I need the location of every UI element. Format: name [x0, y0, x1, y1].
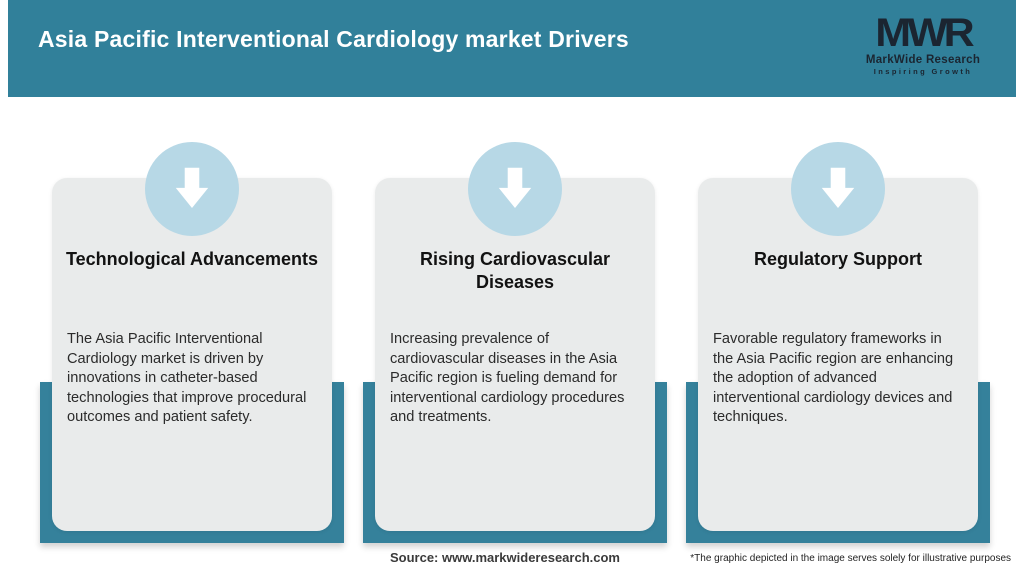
source-text: Source: www.markwideresearch.com: [389, 550, 620, 565]
driver-card: Technological Advancements The Asia Paci…: [52, 178, 332, 531]
card-body-text: The Asia Pacific Interventional Cardiolo…: [67, 331, 307, 426]
page-title: Asia Pacific Interventional Cardiology m…: [38, 26, 629, 52]
down-arrow-icon: [164, 158, 220, 220]
markwide-research-logo: MWR MarkWide Research Inspiring Growth: [858, 10, 988, 76]
driver-card: Regulatory Support Favorable regulatory …: [698, 178, 978, 531]
header-bar: Asia Pacific Interventional Cardiology m…: [8, 0, 1016, 97]
card-title: Rising Cardiovascular Diseases: [419, 249, 611, 292]
down-arrow-icon: [487, 158, 543, 220]
logo-tagline: Inspiring Growth: [873, 67, 973, 76]
card-body-text: Favorable regulatory frameworks in the A…: [713, 331, 954, 426]
card-title: Regulatory Support: [753, 249, 922, 269]
logo-name: MarkWide Research: [865, 54, 981, 66]
card-body-text: Increasing prevalence of cardiovascular …: [390, 331, 625, 426]
down-arrow-icon: [810, 158, 866, 220]
badge-circle: [145, 142, 239, 236]
card-title: Technological Advancements: [65, 249, 319, 269]
disclaimer-text: *The graphic depicted in the image serve…: [690, 553, 1011, 564]
driver-card: Rising Cardiovascular Diseases Increasin…: [375, 178, 655, 531]
badge-circle: [468, 142, 562, 236]
badge-circle: [791, 142, 885, 236]
logo-monogram: MWR: [875, 10, 974, 56]
